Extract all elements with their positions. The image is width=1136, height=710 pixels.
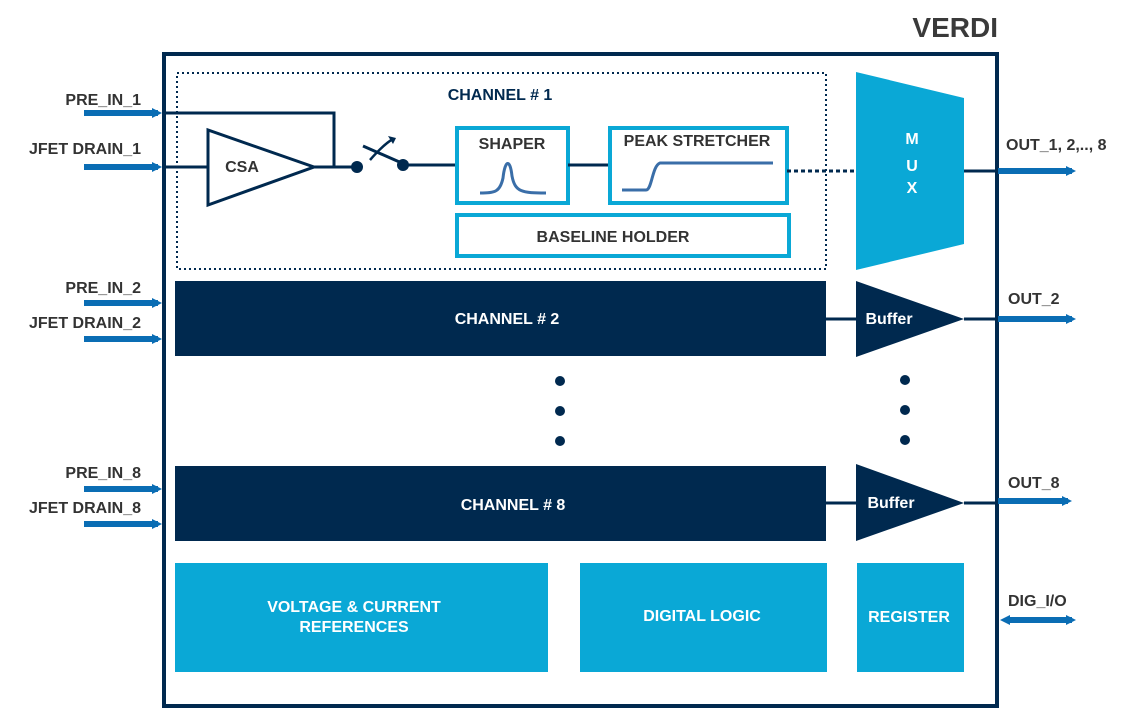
channel2-buffer bbox=[856, 281, 964, 357]
shaper-block bbox=[455, 126, 570, 205]
baseline-holder-label: BASELINE HOLDER bbox=[537, 229, 690, 246]
jfet-drain-8-label: JFET DRAIN_8 bbox=[29, 500, 141, 517]
pre-in-1-label: PRE_IN_1 bbox=[65, 92, 141, 109]
output-arrows bbox=[964, 166, 1076, 625]
mux-letter-u: U bbox=[906, 158, 918, 175]
references-block bbox=[175, 563, 548, 672]
csa-amplifier bbox=[206, 127, 319, 208]
shaper-label: SHAPER bbox=[479, 136, 546, 153]
out-8-label: OUT_8 bbox=[1008, 475, 1060, 492]
chip-boundary bbox=[162, 52, 999, 708]
jfet-drain-2-label: JFET DRAIN_2 bbox=[29, 315, 141, 332]
jfet-drain-1-label: JFET DRAIN_1 bbox=[29, 141, 141, 158]
mux-block bbox=[856, 72, 964, 270]
mux-letter-m: M bbox=[905, 131, 918, 148]
register-block bbox=[857, 563, 964, 672]
mux-letter-x: X bbox=[907, 180, 918, 197]
pre-in-8-label: PRE_IN_8 bbox=[65, 465, 141, 482]
pre-in-2-label: PRE_IN_2 bbox=[65, 280, 141, 297]
references-label-line2: REFERENCES bbox=[299, 619, 409, 636]
channel8-label: CHANNEL # 8 bbox=[461, 497, 566, 514]
digital-logic-block bbox=[580, 563, 827, 672]
channel2-buffer-label: Buffer bbox=[865, 311, 912, 328]
peak-stretcher-step-icon bbox=[622, 161, 773, 192]
switch-symbol bbox=[314, 136, 456, 173]
channel8-block bbox=[175, 466, 826, 541]
baseline-holder-block bbox=[455, 213, 791, 258]
channel-ellipsis bbox=[555, 375, 910, 446]
peak-stretcher-label: PEAK STRETCHER bbox=[624, 133, 771, 150]
dig-io-label: DIG_I/O bbox=[1008, 593, 1067, 610]
out-2-label: OUT_2 bbox=[1008, 291, 1060, 308]
csa-label: CSA bbox=[225, 159, 259, 176]
channel2-label: CHANNEL # 2 bbox=[455, 311, 560, 328]
references-label-line1: VOLTAGE & CURRENT bbox=[267, 599, 441, 616]
register-label: REGISTER bbox=[868, 609, 950, 626]
channel8-buffer bbox=[856, 464, 964, 541]
channel2-block bbox=[175, 281, 826, 356]
out-mux-label: OUT_1, 2,.., 8 bbox=[1006, 137, 1107, 154]
channel1-label: CHANNEL # 1 bbox=[448, 87, 553, 104]
channel8-buffer-label: Buffer bbox=[867, 495, 914, 512]
input-arrows bbox=[84, 108, 162, 529]
digital-logic-label: DIGITAL LOGIC bbox=[643, 608, 761, 625]
shaper-pulse-icon bbox=[479, 162, 547, 195]
chip-title: VERDI bbox=[912, 12, 998, 43]
